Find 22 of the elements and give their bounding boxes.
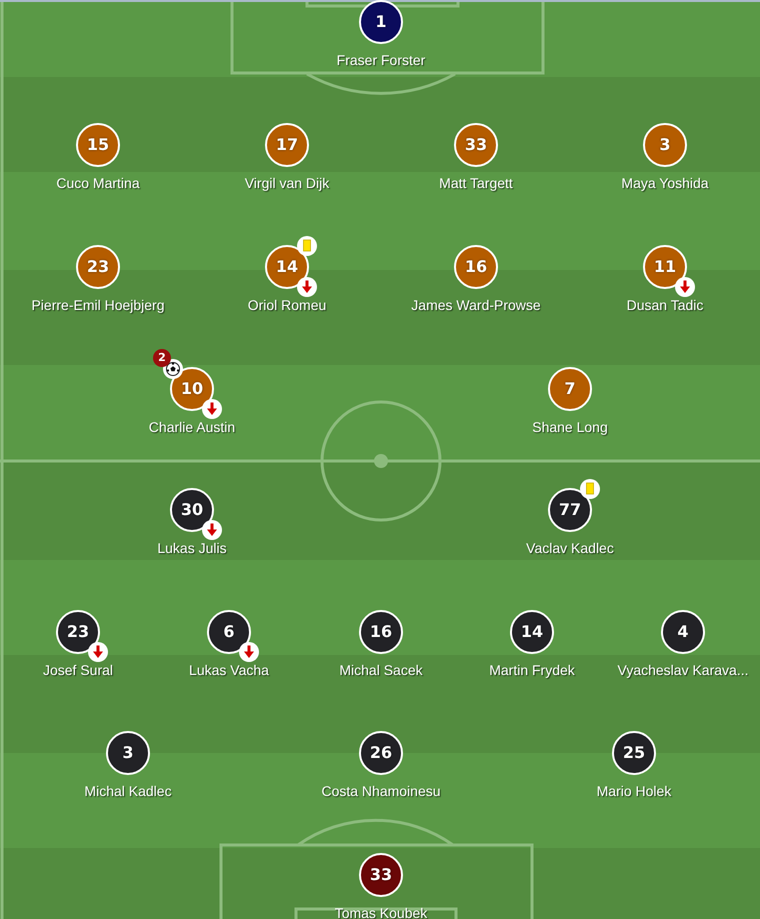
player-name: Tomas Koubek (334, 905, 428, 919)
player-name: Costa Nhamoinesu (321, 783, 441, 799)
player-name: Charlie Austin (148, 419, 236, 435)
player-name: Fraser Forster (336, 52, 426, 68)
player-name: Lukas Julis (157, 540, 227, 556)
player-name: Pierre-Emil Hoejbjerg (31, 297, 165, 313)
player-name: Lukas Vacha (189, 662, 269, 678)
player-name: Michal Sacek (339, 662, 423, 678)
player-name: Matt Targett (439, 175, 513, 191)
player-name: Shane Long (532, 419, 608, 435)
player-name: Mario Holek (596, 783, 672, 799)
player-name: Vaclav Kadlec (526, 540, 614, 556)
player-name: Vyacheslav Karava... (618, 662, 748, 678)
player-name: Dusan Tadic (626, 297, 704, 313)
player-name: Virgil van Dijk (244, 175, 330, 191)
player-name: Martin Frydek (489, 662, 575, 678)
player-name: Cuco Martina (56, 175, 140, 191)
player-name: Josef Sural (42, 662, 114, 678)
player-name: James Ward-Prowse (411, 297, 541, 313)
player-name: Michal Kadlec (84, 783, 172, 799)
player-name: Maya Yoshida (621, 175, 709, 191)
player-name: Oriol Romeu (248, 297, 326, 313)
